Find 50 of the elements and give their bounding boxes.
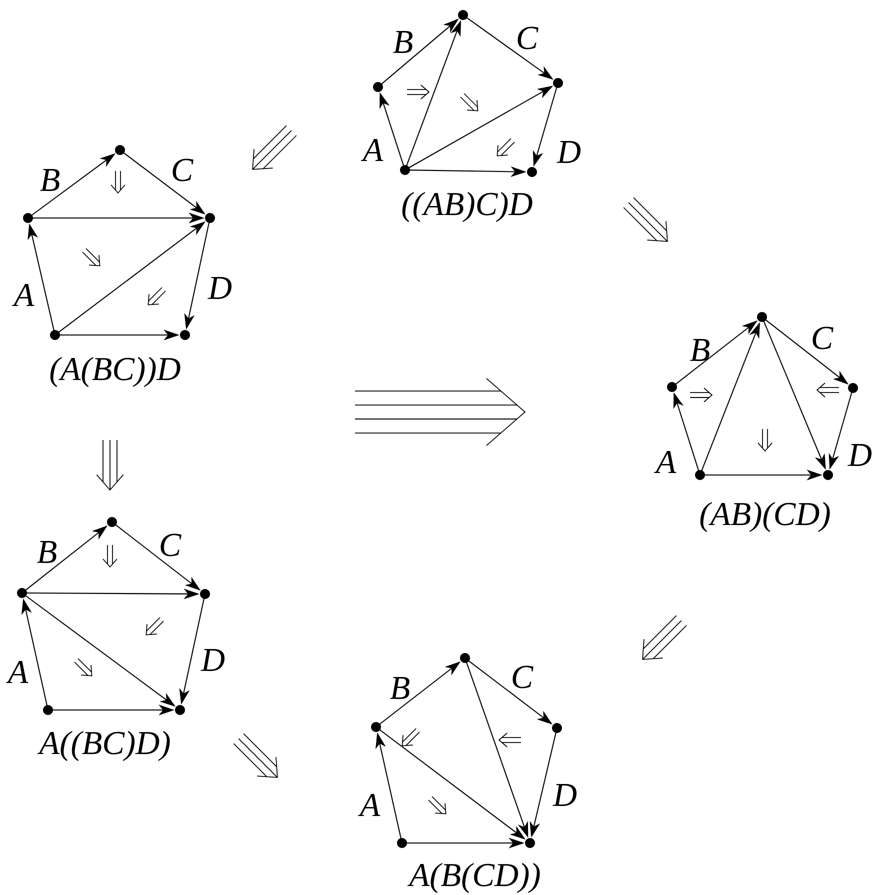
vertex-dot [200, 589, 210, 599]
vertex-dot [23, 213, 33, 223]
vertex-dot [823, 470, 833, 480]
vertex-dot [552, 723, 562, 733]
vertex-dot [527, 167, 537, 177]
vertex-dot [400, 165, 410, 175]
vertex-dot [115, 145, 125, 155]
pentagon-caption: A(B(CD)) [407, 862, 540, 894]
pentagon-caption: A((BC)D) [37, 730, 170, 762]
edge-label: D [556, 141, 581, 163]
edge-label: A [6, 661, 28, 684]
edge-label: C [518, 26, 538, 50]
edge-label: A [12, 284, 34, 306]
edge-label: A [358, 794, 380, 816]
edge-label: D [200, 649, 225, 671]
pentagon-caption: ((AB)C)D [402, 192, 532, 222]
vertex-dot [460, 653, 470, 663]
edge-label: D [848, 444, 872, 466]
edge-label: B [37, 541, 56, 563]
edge-label: B [390, 677, 410, 699]
vertex-dot [458, 10, 468, 20]
edge-label: C [160, 534, 182, 556]
edge-label: D [208, 277, 232, 299]
vertex-dot [175, 705, 185, 715]
vertex-dot [371, 722, 381, 732]
pentagon-caption: (AB)(CD) [700, 502, 830, 532]
edge-label: C [812, 326, 834, 350]
vertex-dot [695, 470, 705, 480]
vertex-dot [107, 517, 117, 527]
vertex-dot [757, 312, 767, 322]
edge-label: D [552, 784, 577, 806]
vertex-dot [43, 705, 53, 715]
edge-label: B [393, 31, 412, 53]
edge-label: C [172, 158, 194, 182]
vertex-dot [17, 588, 27, 598]
vertex-dot [205, 213, 215, 223]
vertex-dot [553, 78, 563, 88]
edge-label: B [690, 339, 710, 361]
edge-label: A [361, 139, 384, 162]
edge-label: A [654, 451, 676, 474]
pentagon-caption: (A(BC))D [50, 356, 180, 388]
vertex-dot [667, 382, 677, 392]
edge-label: C [512, 666, 534, 688]
vertex-dot [373, 82, 383, 92]
vertex-dot [180, 330, 190, 340]
vertex-dot [50, 330, 60, 340]
vertex-dot [525, 838, 535, 848]
vertex-dot [397, 838, 407, 848]
edge-label: B [40, 169, 60, 191]
vertex-dot [848, 383, 858, 393]
